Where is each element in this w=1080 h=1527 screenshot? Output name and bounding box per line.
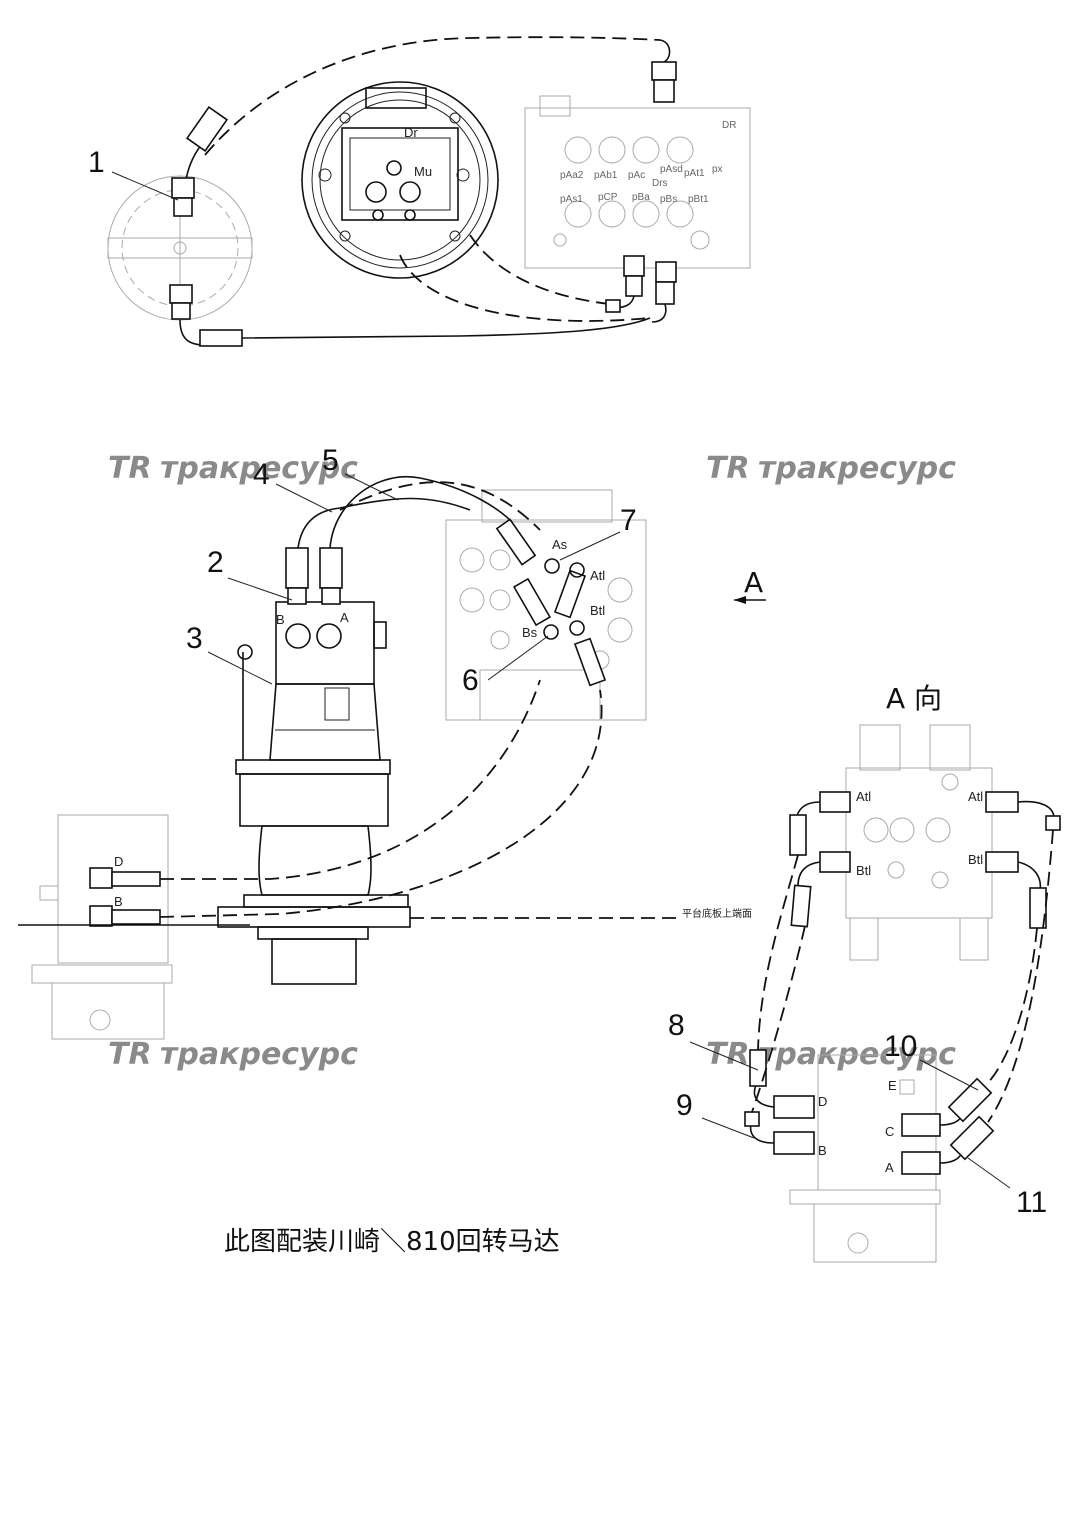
callout-11: 11: [1016, 1186, 1047, 1219]
view-port-atl: Atl: [856, 789, 871, 804]
valve-label: pBa: [632, 192, 650, 203]
valve-label: pCP: [598, 192, 618, 203]
view-joint-b: B: [818, 1143, 827, 1158]
side-view: D B 平台底板上端面 B A: [18, 475, 752, 1040]
top-view: Dr Mu pAa2 pAb1 pAc pAsd Drs pAt1 pAs1 p…: [107, 36, 751, 347]
view-joint-a: A: [885, 1160, 894, 1175]
view-a: A 向 Atl Btl Atl Btl: [744, 682, 1061, 1263]
view-arrow-label: A: [744, 566, 763, 599]
motor-port-b: B: [276, 612, 285, 627]
view-port-btl: Btl: [856, 863, 871, 878]
valve-label: DR: [722, 120, 736, 131]
control-valve-top: pAa2 pAb1 pAc pAsd Drs pAt1 pAs1 pCP pBa…: [524, 95, 751, 269]
view-a-title: A 向: [886, 682, 942, 715]
callout-9: 9: [676, 1089, 693, 1122]
watermark-top-right: TR тракресурс: [706, 451, 956, 486]
swing-motor-top: Dr Mu: [301, 81, 499, 279]
valve-port-as: As: [552, 537, 568, 552]
valve-port-btl: Btl: [590, 603, 605, 618]
view-a-hoses: [751, 829, 1054, 1123]
valve-label: pAc: [628, 170, 645, 181]
valve-label: pAt1: [684, 168, 705, 179]
callout-6: 6: [462, 664, 479, 697]
watermark-logo: TR: [706, 451, 750, 486]
callout-7: 7: [620, 504, 637, 537]
swing-motor-side: B A: [217, 547, 411, 985]
control-valve-side: As Atl Btl Bs: [445, 489, 647, 721]
watermark-text: тракресурс: [758, 451, 956, 486]
watermark-text: тракресурс: [160, 451, 358, 486]
drawing-caption: 此图配装川崎＼810回转马达: [224, 1227, 560, 1257]
valve-port-bs: Bs: [522, 625, 538, 640]
valve-label: pAsd: [660, 164, 683, 175]
joint-port-d: D: [114, 854, 123, 869]
platform-note: 平台底板上端面: [682, 907, 752, 920]
port-mu: Mu: [414, 164, 432, 179]
callouts: 1 2 3 4 5 6 7 8 9 10 11: [88, 146, 1047, 1219]
valve-label: pAb1: [594, 170, 618, 181]
watermark-top-left: TR тракресурс: [108, 451, 358, 486]
view-port-atl-right: Atl: [968, 789, 983, 804]
valve-label: pBt1: [688, 194, 709, 205]
motor-port-a: A: [340, 610, 349, 625]
watermark-logo: TR: [108, 451, 152, 486]
view-joint-d: D: [818, 1094, 827, 1109]
port-dr: Dr: [404, 125, 418, 140]
callout-10: 10: [884, 1030, 917, 1063]
watermark-text: тракресурс: [160, 1037, 358, 1072]
view-a-valve: Atl Btl Atl Btl: [789, 724, 1061, 961]
valve-label: pAs1: [560, 194, 583, 205]
callout-8: 8: [668, 1009, 685, 1042]
side-hoses: [159, 475, 603, 918]
joint-port-b: B: [114, 894, 123, 909]
callout-1: 1: [88, 146, 105, 179]
view-port-btl-right: Btl: [968, 852, 983, 867]
valve-label: pBs: [660, 194, 677, 205]
valve-port-atl: Atl: [590, 568, 605, 583]
view-a-swivel-joint: E D C B A: [744, 1049, 995, 1263]
top-hoses: [169, 36, 677, 347]
view-direction-arrow: A: [734, 566, 766, 604]
callout-5: 5: [322, 444, 339, 477]
watermark-bottom-left: TR тракресурс: [108, 1037, 358, 1072]
callout-2: 2: [207, 546, 224, 579]
swivel-joint-elevation: D B: [31, 814, 173, 1040]
callout-3: 3: [186, 622, 203, 655]
view-joint-c: C: [885, 1124, 894, 1139]
callout-4: 4: [253, 458, 270, 491]
watermark-logo: TR: [108, 1037, 152, 1072]
view-joint-e: E: [888, 1078, 897, 1093]
watermark-logo: TR: [706, 1037, 750, 1072]
valve-label: px: [712, 164, 723, 175]
valve-label: Drs: [652, 178, 668, 189]
valve-label: pAa2: [560, 170, 584, 181]
